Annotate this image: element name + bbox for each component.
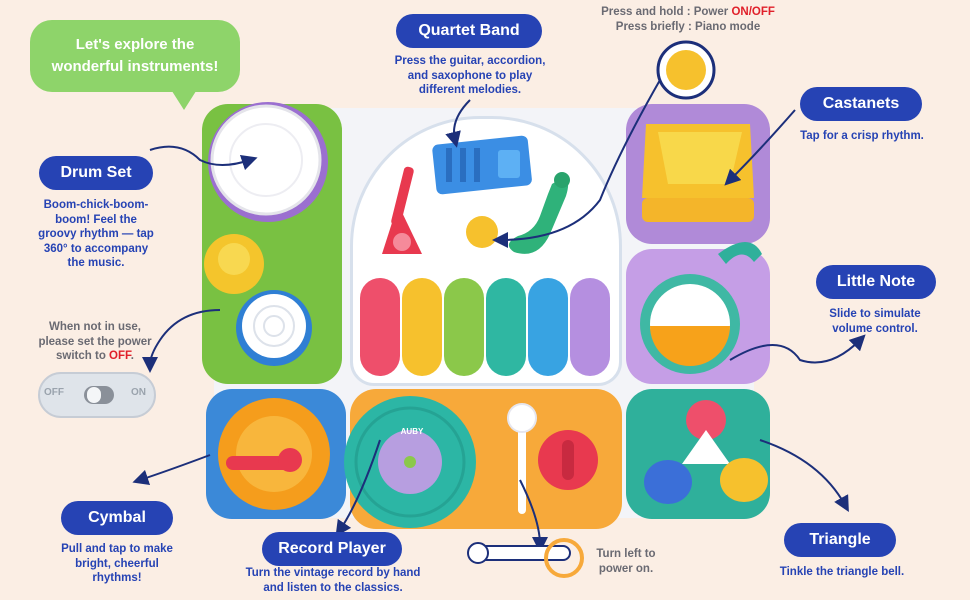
piano-key-yellow[interactable] — [402, 278, 442, 376]
drum-icon[interactable] — [208, 102, 328, 222]
cymbal-icon[interactable] — [218, 398, 330, 510]
piano-key-blue[interactable] — [528, 278, 568, 376]
power-note-prefix: Press and hold : Power — [601, 6, 732, 18]
cymbal-description: Pull and tap to make bright, cheerful rh… — [42, 542, 192, 586]
castanets-badge: Castanets — [800, 87, 922, 121]
castanets-icon[interactable] — [642, 124, 754, 222]
power-lever-description: Turn left to power on. — [580, 547, 672, 576]
triangle-badge: Triangle — [784, 523, 896, 557]
record-player-description: Turn the vintage record by hand and list… — [236, 566, 430, 595]
record-player-line: and listen to the classics. — [263, 581, 403, 594]
record-player-badge: Record Player — [262, 532, 402, 566]
record-knob-icon[interactable] — [538, 430, 598, 490]
center-button-icon[interactable] — [466, 216, 498, 248]
power-lever-line: Turn left to — [596, 548, 656, 560]
quartet-band-line: and saxophone to play — [407, 69, 533, 82]
quartet-band-description: Press the guitar, accordion, and saxopho… — [372, 54, 568, 98]
switch-on-label: ON — [131, 387, 146, 398]
cymbal-line: bright, cheerful — [75, 557, 159, 570]
little-note-badge: Little Note — [816, 265, 936, 299]
switch-note-prefix: switch to — [56, 350, 110, 362]
switch-note-highlight: OFF — [109, 350, 131, 362]
drum-set-line: boom! Feel the — [55, 213, 137, 226]
quartet-band-badge: Quartet Band — [396, 14, 542, 48]
castanets-description: Tap for a crisp rhythm. — [772, 129, 952, 144]
power-button-note: Press and hold : Power ON/OFF Press brie… — [578, 5, 798, 34]
record-player-line: Turn the vintage record by hand — [245, 567, 421, 579]
guitar-icon[interactable] — [382, 166, 422, 254]
hi-hat-icon[interactable] — [204, 234, 264, 294]
piano-key-red[interactable] — [360, 278, 400, 376]
little-note-line: volume control. — [832, 322, 918, 335]
power-lever-icon[interactable] — [467, 538, 584, 578]
switch-note-line-1: When not in use, — [49, 321, 141, 333]
switch-off-label: OFF — [44, 387, 64, 398]
little-note-description: Slide to simulate volume control. — [800, 307, 950, 336]
power-note-line-2: Press briefly : Piano mode — [615, 20, 761, 33]
drum-set-description: Boom-chick-boom- boom! Feel the groovy r… — [28, 198, 164, 271]
switch-note: When not in use, please set the power sw… — [20, 320, 170, 364]
record-label: AUBY — [400, 427, 424, 436]
switch-note-suffix: . — [130, 350, 134, 362]
drum-set-line: 360° to accompany — [43, 242, 149, 255]
power-note-highlight: ON/OFF — [731, 6, 775, 18]
bubble-line-2: wonderful instruments! — [51, 58, 219, 75]
piano-key-green[interactable] — [444, 278, 484, 376]
cymbal-line: Pull and tap to make — [61, 543, 173, 555]
power-switch[interactable]: OFF ON — [38, 372, 156, 418]
switch-note-line-2: please set the power — [38, 335, 152, 348]
cymbal-badge: Cymbal — [61, 501, 173, 535]
triangle-line: Tinkle the triangle bell. — [779, 566, 905, 578]
drum-set-line: the music. — [67, 257, 125, 269]
drum-set-badge: Drum Set — [39, 156, 153, 190]
piano-key-purple[interactable] — [570, 278, 610, 376]
drum-set-line: Boom-chick-boom- — [43, 199, 149, 211]
triangle-bell-icon[interactable] — [644, 400, 768, 504]
quartet-band-line: different melodies. — [418, 84, 522, 96]
snare-drum-icon[interactable] — [236, 290, 312, 366]
little-note-line: Slide to simulate — [829, 308, 921, 320]
triangle-description: Tinkle the triangle bell. — [762, 565, 922, 580]
speech-bubble: Let's explore the wonderful instruments! — [30, 20, 240, 92]
speech-bubble-tail — [170, 88, 198, 110]
castanets-line: Tap for a crisp rhythm. — [800, 130, 924, 142]
bubble-line-1: Let's explore the — [75, 36, 195, 53]
drum-set-line: groovy rhythm — tap — [38, 228, 154, 240]
piano-key-teal[interactable] — [486, 278, 526, 376]
power-button-icon[interactable] — [656, 40, 716, 100]
switch-knob[interactable] — [87, 387, 101, 403]
power-lever-line: power on. — [598, 562, 654, 575]
quartet-band-line: Press the guitar, accordion, — [394, 55, 546, 67]
cymbal-line: rhythms! — [92, 572, 142, 584]
little-note-icon[interactable] — [640, 242, 762, 374]
